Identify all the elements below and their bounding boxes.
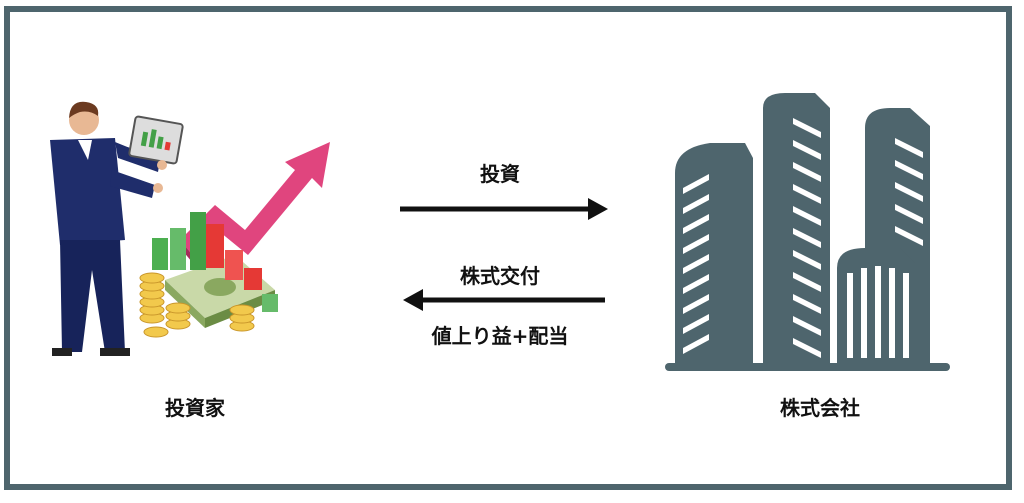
investor-illustration	[50, 101, 330, 356]
coins-icon	[139, 272, 255, 338]
businessman-icon	[50, 101, 184, 356]
return-arrow	[403, 289, 605, 311]
bar-blocks-icon	[152, 212, 278, 312]
office-buildings-icon	[665, 93, 950, 371]
tablet-icon	[128, 115, 184, 165]
company-label: 株式会社	[780, 396, 860, 420]
invest-arrow	[400, 198, 608, 220]
stock-issue-flow-label: 株式交付	[460, 264, 540, 288]
invest-flow-label: 投資	[480, 162, 520, 186]
return-flow-label: 値上り益+配当	[431, 324, 569, 348]
investor-label: 投資家	[165, 396, 225, 420]
